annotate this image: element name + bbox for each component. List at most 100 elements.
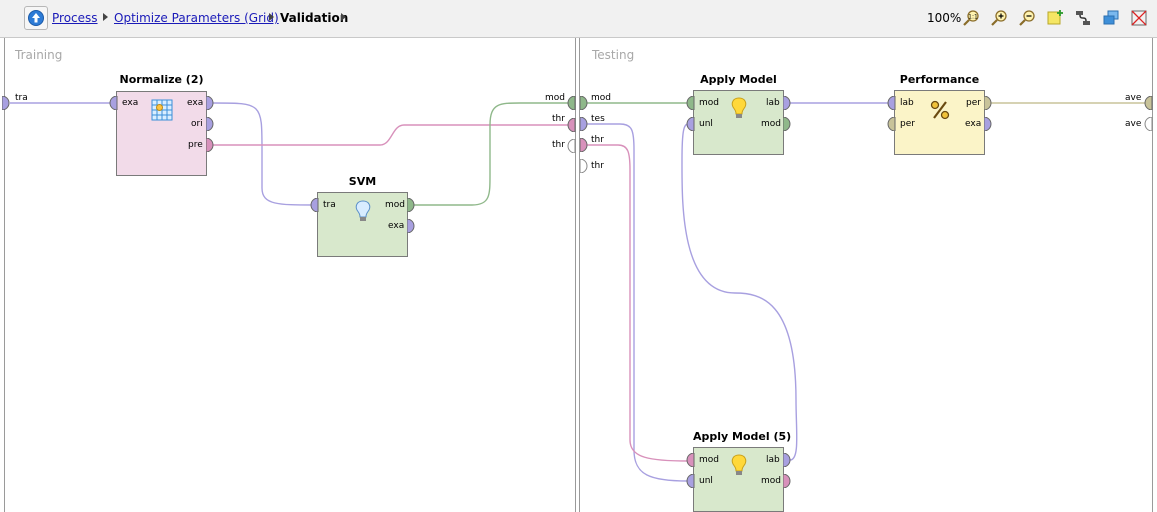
- performance-out-port-per[interactable]: [984, 96, 993, 110]
- add-note-icon[interactable]: [1046, 9, 1064, 27]
- normalize-out-label-exa: exa: [187, 98, 204, 108]
- normalize-in-port-exa[interactable]: [109, 96, 118, 110]
- training-output-label-mod: mod: [545, 93, 565, 103]
- parent-process-button[interactable]: [24, 6, 48, 30]
- svm-title: SVM: [348, 175, 377, 188]
- training-output-port-thr[interactable]: [567, 118, 576, 132]
- testing-input-label-mod: mod: [591, 93, 611, 103]
- performance-operator[interactable]: [894, 90, 985, 155]
- arrange-icon[interactable]: [1130, 9, 1148, 27]
- breadcrumb-current: Validation: [280, 11, 349, 25]
- performance-out-port-exa[interactable]: [984, 117, 993, 131]
- testing-panel-label: Testing: [592, 48, 635, 62]
- wire-normalize-to-svm[interactable]: [212, 102, 316, 206]
- breadcrumb-separator-icon: [269, 13, 274, 21]
- breadcrumb-separator-icon: [103, 13, 108, 21]
- wire-apply-model-5-to-apply-model[interactable]: [681, 123, 798, 461]
- normalize-out-port-pre[interactable]: [206, 138, 215, 152]
- performance-in-port-per[interactable]: [887, 117, 896, 131]
- apply-model-in-label-mod: mod: [699, 98, 719, 108]
- zoom-fit-icon[interactable]: 1:1: [962, 9, 980, 27]
- svm-out-port-exa[interactable]: [407, 219, 416, 233]
- normalize-in-label-exa: exa: [122, 98, 139, 108]
- normalize-title: Normalize (2): [119, 73, 204, 86]
- apply-model-in-port-mod[interactable]: [686, 96, 695, 110]
- training-input-label: tra: [15, 93, 28, 103]
- performance-in-label-lab: lab: [900, 98, 914, 108]
- svm-in-label-tra: tra: [323, 200, 336, 210]
- training-panel-left-border: [4, 38, 5, 512]
- wire-normalize-pre-to-thr[interactable]: [213, 124, 570, 146]
- breadcrumb-process-link[interactable]: Process: [52, 11, 98, 25]
- apply-model-in-label-unl: unl: [699, 119, 713, 129]
- apply-model-5-in-port-mod[interactable]: [686, 453, 695, 467]
- apply-model-title: Apply Model: [700, 73, 777, 86]
- lightbulb-icon: [731, 97, 747, 118]
- normalize-out-port-ori[interactable]: [206, 117, 215, 131]
- normalize-table-icon: [151, 99, 173, 121]
- testing-input-port-tes[interactable]: [580, 117, 589, 131]
- apply-model-5-out-port-mod[interactable]: [783, 474, 792, 488]
- testing-output-port-ave[interactable]: [1144, 96, 1153, 110]
- wire-thr-to-apply-model-5[interactable]: [587, 144, 689, 462]
- performance-in-port-lab[interactable]: [887, 96, 896, 110]
- up-arrow-icon: [28, 10, 44, 26]
- svg-text:1:1: 1:1: [968, 14, 978, 21]
- performance-out-label-exa: exa: [965, 119, 982, 129]
- apply-model-5-title: Apply Model (5): [693, 430, 792, 443]
- training-panel-label: Training: [15, 48, 63, 62]
- testing-input-label-thr: thr: [591, 135, 604, 145]
- apply-model-5-out-port-lab[interactable]: [783, 453, 792, 467]
- lightbulb-icon: [731, 454, 747, 475]
- normalize-out-port-exa[interactable]: [206, 96, 215, 110]
- testing-panel-left-border: [579, 38, 580, 512]
- apply-model-out-port-lab[interactable]: [783, 96, 792, 110]
- normalize-out-label-ori: ori: [191, 119, 203, 129]
- process-toolbar: Process Optimize Parameters (Grid) Valid…: [0, 0, 1157, 38]
- training-input-port-tra[interactable]: [2, 96, 14, 110]
- training-output-port-thr-empty[interactable]: [567, 139, 576, 153]
- apply-model-in-port-unl[interactable]: [686, 117, 695, 131]
- testing-input-port-mod[interactable]: [580, 96, 589, 110]
- lightbulb-icon: [355, 200, 371, 221]
- apply-model-operator[interactable]: [693, 90, 784, 155]
- training-output-label-thr: thr: [552, 114, 565, 124]
- normalize-operator[interactable]: [116, 91, 207, 176]
- normalize-out-label-pre: pre: [188, 140, 203, 150]
- training-output-port-mod[interactable]: [567, 96, 576, 110]
- apply-model-5-in-label-mod: mod: [699, 455, 719, 465]
- layers-icon[interactable]: [1102, 9, 1120, 27]
- testing-input-label-tes: tes: [591, 114, 605, 124]
- percent-icon: [930, 100, 950, 120]
- testing-input-label-thr-empty: thr: [591, 161, 604, 171]
- apply-model-5-in-port-unl[interactable]: [686, 474, 695, 488]
- testing-panel-right-border: [1152, 38, 1153, 512]
- testing-input-port-thr[interactable]: [580, 138, 589, 152]
- testing-input-port-thr-empty[interactable]: [580, 159, 589, 173]
- svm-out-label-mod: mod: [385, 200, 405, 210]
- svm-out-label-exa: exa: [388, 221, 405, 231]
- svm-in-port-tra[interactable]: [310, 198, 319, 212]
- svm-out-port-mod[interactable]: [407, 198, 416, 212]
- wire-svm-to-mod[interactable]: [414, 102, 570, 206]
- testing-output-port-ave-empty[interactable]: [1144, 117, 1153, 131]
- apply-model-5-in-label-unl: unl: [699, 476, 713, 486]
- auto-wire-icon[interactable]: [1074, 9, 1092, 27]
- performance-in-label-per: per: [900, 119, 915, 129]
- zoom-in-icon[interactable]: [990, 9, 1008, 27]
- apply-model-5-out-label-lab: lab: [766, 455, 780, 465]
- apply-model-out-label-mod: mod: [761, 119, 781, 129]
- apply-model-out-port-mod[interactable]: [783, 117, 792, 131]
- testing-output-label-ave: ave: [1125, 93, 1142, 103]
- performance-out-label-per: per: [966, 98, 981, 108]
- training-panel-right-border: [575, 38, 576, 512]
- performance-title: Performance: [899, 73, 980, 86]
- svm-operator[interactable]: [317, 192, 408, 257]
- wire-tes-to-apply-model-5[interactable]: [587, 123, 689, 482]
- zoom-out-icon[interactable]: [1018, 9, 1036, 27]
- testing-output-label-ave-empty: ave: [1125, 119, 1142, 129]
- apply-model-5-out-label-mod: mod: [761, 476, 781, 486]
- breadcrumb-optimize-link[interactable]: Optimize Parameters (Grid): [114, 11, 279, 25]
- training-output-label-thr-empty: thr: [552, 140, 565, 150]
